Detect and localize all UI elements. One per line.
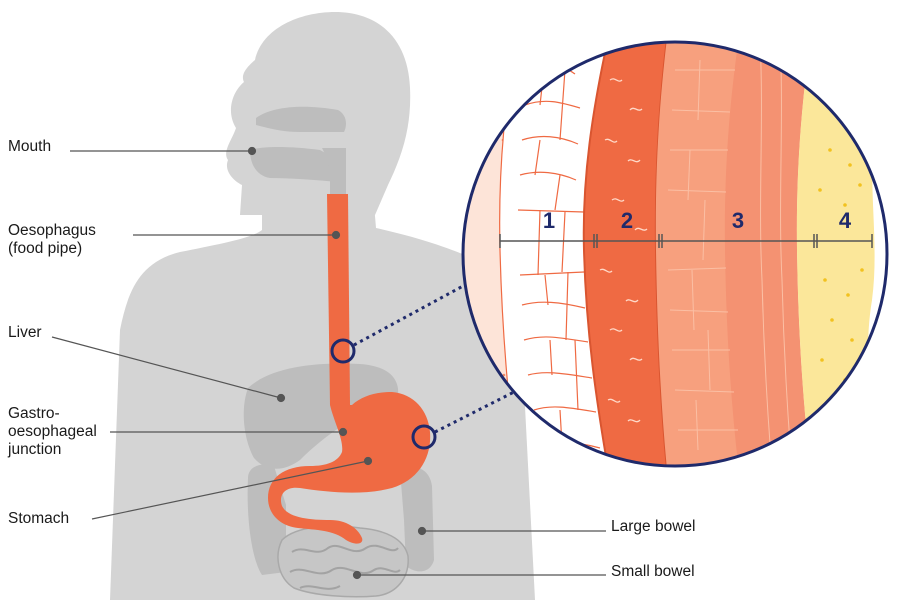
layer-2-number: 2 [621, 208, 633, 233]
label-small-bowel: Small bowel [611, 563, 695, 581]
label-stomach: Stomach [8, 510, 69, 528]
label-food-pipe: (food pipe) [8, 240, 82, 258]
label-mouth: Mouth [8, 138, 51, 156]
label-oesophagus: Oesophagus [8, 222, 96, 240]
layer-3-number: 3 [732, 208, 744, 233]
label-gej-line-2: oesophageal [8, 423, 97, 441]
oesophagus-tube [327, 194, 350, 405]
label-liver: Liver [8, 324, 42, 342]
label-large-bowel: Large bowel [611, 518, 695, 536]
layer-4-number: 4 [839, 208, 852, 233]
label-gej-line-1: Gastro- [8, 405, 60, 423]
layer-1-number: 1 [543, 208, 555, 233]
label-gej-line-3: junction [8, 441, 61, 459]
